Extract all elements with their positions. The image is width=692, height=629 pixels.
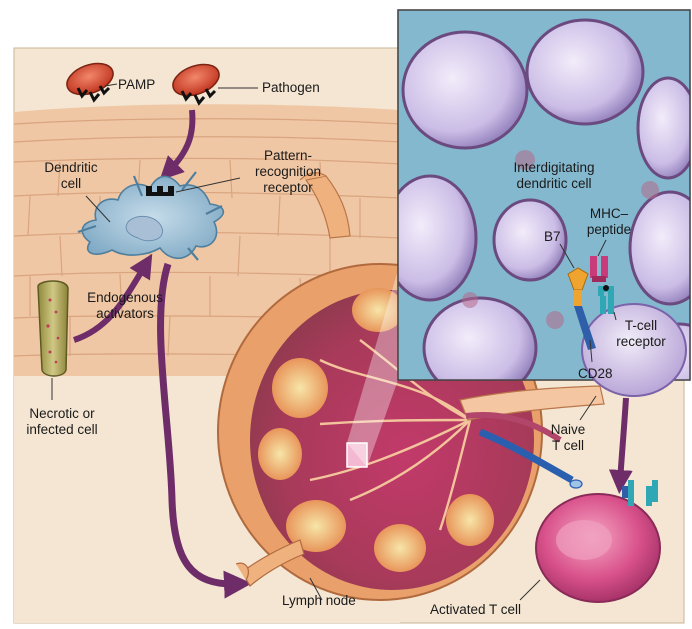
label-b7: B7 bbox=[544, 229, 561, 245]
label-endogenous-line2: activators bbox=[76, 306, 174, 322]
label-idc-line2: dendritic cell bbox=[494, 176, 614, 192]
label-cd28: CD28 bbox=[578, 366, 613, 382]
label-prr-line1: Pattern- bbox=[238, 148, 338, 164]
necrotic-cell-icon bbox=[38, 281, 68, 376]
label-tcr-line2: receptor bbox=[606, 334, 676, 350]
label-necrotic-line1: Necrotic or bbox=[14, 406, 110, 422]
label-mhc-line1: MHC– bbox=[574, 206, 644, 222]
label-prr-line3: receptor bbox=[238, 180, 338, 196]
label-prr-line2: recognition bbox=[238, 164, 338, 180]
label-necrotic-cell: Necrotic or infected cell bbox=[14, 406, 110, 438]
label-pathogen: Pathogen bbox=[262, 80, 320, 96]
label-pattern-recognition-receptor: Pattern- recognition receptor bbox=[238, 148, 338, 196]
label-naive-line1: Naive bbox=[538, 422, 598, 438]
label-lymph-node: Lymph node bbox=[282, 593, 356, 609]
label-pamp: PAMP bbox=[118, 77, 155, 93]
label-mhc-line2: peptide bbox=[574, 222, 644, 238]
molecule-t-cell-receptor bbox=[598, 285, 614, 314]
label-tcr-line1: T-cell bbox=[606, 318, 676, 334]
label-mhc-peptide: MHC– peptide bbox=[574, 206, 644, 238]
label-dendritic-cell-line1: Dendritic bbox=[36, 160, 106, 176]
label-dendritic-cell-line2: cell bbox=[36, 176, 106, 192]
label-endogenous-line1: Endogenous bbox=[76, 290, 174, 306]
label-activated-t-cell: Activated T cell bbox=[430, 602, 521, 618]
label-necrotic-line2: infected cell bbox=[14, 422, 110, 438]
label-naive-t-cell: Naive T cell bbox=[538, 422, 598, 454]
label-naive-line2: T cell bbox=[538, 438, 598, 454]
label-endogenous-activators: Endogenous activators bbox=[76, 290, 174, 322]
label-idc-line1: Interdigitating bbox=[494, 160, 614, 176]
label-dendritic-cell: Dendritic cell bbox=[36, 160, 106, 192]
label-t-cell-receptor: T-cell receptor bbox=[606, 318, 676, 350]
label-interdigitating-dendritic-cell: Interdigitating dendritic cell bbox=[494, 160, 614, 192]
